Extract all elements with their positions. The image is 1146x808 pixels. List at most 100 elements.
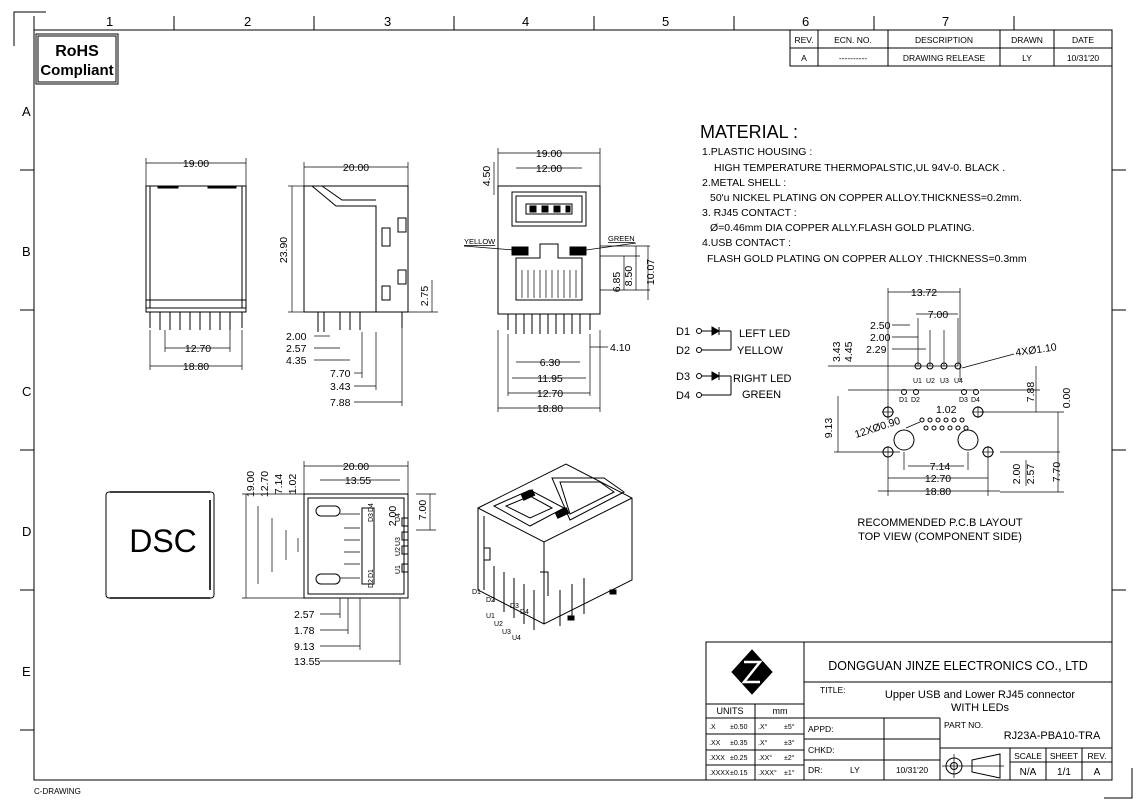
dim-port: 6.30 (540, 357, 561, 369)
pcb-dim-top: 13.72 (911, 287, 937, 299)
pcb-d-label: D4 (971, 397, 980, 404)
tol-cell: ±0.25 (730, 755, 748, 762)
units-label: UNITS (717, 706, 744, 716)
pcb-dim-top: 2.00 (870, 332, 891, 344)
bv-left-dim: 19.00 (245, 471, 257, 497)
pcb-dim-top: 2.29 (866, 344, 887, 356)
tol-cell: .XXX (709, 755, 725, 762)
iso-label: D3 (510, 603, 519, 610)
tol-cell: ±0.35 (730, 740, 748, 747)
bv-pin-label: U2 (395, 547, 402, 556)
led-d2: D2 (676, 345, 690, 357)
tol-cell: ±0.15 (730, 770, 748, 777)
col-label: 6 (802, 14, 809, 29)
pcb-pin-label: U2 (926, 378, 935, 385)
title-line-2: WITH LEDs (951, 702, 1010, 714)
side-view: 20.00 23.90 2.75 2.00 2.57 4.35 7.70 3.4… (278, 162, 438, 409)
dim-h1: 6.85 (611, 272, 623, 293)
bottom-view: 20.00 13.55 D3 D4 U4 U3 U2 U1 D1 D2 7.00… (242, 461, 436, 668)
iso-label: U3 (502, 629, 511, 636)
dim-width-top: 19.00 (183, 158, 209, 170)
pcb-right-dim: 7.88 (1025, 382, 1037, 403)
pcb-hole-note: 4XØ1.10 (1015, 341, 1058, 359)
left-led-label: LEFT LED (739, 328, 790, 340)
pcb-mid-dim: 1.02 (936, 404, 957, 416)
row-label: C (22, 384, 31, 399)
grid-labels: 1 2 3 4 5 6 7 A B C D E (22, 14, 949, 679)
pcb-caption-1: RECOMMENDED P.C.B LAYOUT (857, 517, 1023, 529)
pcb-dim-top: 7.00 (928, 309, 949, 321)
tol-cell: ±1° (784, 769, 795, 777)
green-label: GREEN (608, 234, 635, 243)
projection-symbol-icon (942, 753, 1004, 779)
material-line: 2.METAL SHELL : (702, 177, 786, 189)
dsc-label: DSC (129, 523, 197, 559)
dim-standoff: 2.75 (419, 286, 431, 307)
tol-cell: .XXX° (758, 769, 777, 777)
tol-cell: ±2° (784, 754, 795, 762)
tol-cell: .XX° (758, 754, 772, 762)
dim-h2: 8.50 (623, 266, 635, 287)
iso-label: U2 (494, 621, 503, 628)
iso-label: D1 (472, 589, 481, 596)
pcb-bottom-dim: 18.80 (925, 486, 951, 498)
material-line: HIGH TEMPERATURE THERMOPALSTIC,UL 94V-0.… (714, 162, 1005, 174)
dim-side: 2.00 (286, 331, 307, 343)
pcb-d-label: D2 (911, 397, 920, 404)
pcb-br-dim: 2.57 (1025, 464, 1037, 485)
dim-height: 23.90 (278, 237, 290, 263)
drawn-by: LY (850, 765, 860, 775)
material-notes: MATERIAL : 1.PLASTIC HOUSING : HIGH TEMP… (700, 122, 1027, 265)
rohs-badge: RoHS Compliant (35, 33, 119, 85)
bv-pin-label: D1 (368, 569, 375, 578)
col-label: 2 (244, 14, 251, 29)
pcb-d-label: D3 (959, 397, 968, 404)
rohs-line2: Compliant (40, 62, 113, 79)
rev-label: REV. (1087, 751, 1106, 761)
scale-label: SCALE (1014, 751, 1042, 761)
green-led-label: GREEN (742, 389, 781, 401)
description-value: DRAWING RELEASE (903, 53, 986, 63)
bv-width2: 13.55 (345, 475, 371, 487)
tol-cell: ±0.50 (730, 724, 748, 731)
bv-pin-label: U4 (395, 513, 402, 522)
dim-side: 7.88 (330, 397, 351, 409)
revision-table: REV. ECN. NO. DESCRIPTION DRAWN DATE A -… (789, 29, 1113, 67)
sheet-label: SHEET (1050, 751, 1078, 761)
bv-bottom-dim: 1.78 (294, 625, 315, 637)
front-view: 19.00 12.70 18.80 (145, 158, 247, 373)
date-header: DATE (1072, 35, 1094, 45)
pcb-dim-top: 2.50 (870, 320, 891, 332)
col-label: 3 (384, 14, 391, 29)
rev-value: A (1094, 767, 1101, 778)
led-d3: D3 (676, 371, 690, 383)
led-schematic: D1 D2 LEFT LED YELLOW D3 D4 RIGHT LED GR… (676, 326, 792, 402)
led-d1: D1 (676, 326, 690, 338)
tol-cell: .X (709, 724, 716, 731)
row-label: D (22, 524, 31, 539)
right-led-label: RIGHT LED (733, 373, 792, 385)
pcb-layout: 13.72 7.00 2.50 2.00 2.29 3.43 4.45 U1 U… (823, 287, 1073, 543)
bv-pin-label: D2 (368, 579, 375, 588)
pcb-d-label: D1 (899, 397, 908, 404)
tol-cell: .XX (709, 740, 721, 747)
tol-cell: .X° (758, 739, 768, 747)
bv-right-dim: 7.00 (417, 500, 429, 521)
drawn-value: LY (1022, 53, 1032, 63)
iso-label: U1 (486, 613, 495, 620)
ecn-header: ECN. NO. (834, 35, 872, 45)
dim-pin-span: 12.70 (185, 343, 211, 355)
bv-bottom-dim: 2.57 (294, 609, 315, 621)
dim-port: 11.95 (537, 373, 563, 385)
pcb-br-dim: 2.00 (1011, 464, 1023, 485)
dim-side: 2.57 (286, 343, 307, 355)
ecn-value: ---------- (839, 53, 867, 63)
pcb-pin-label: U4 (954, 378, 963, 385)
dim-depth: 20.00 (343, 162, 369, 174)
pcb-left-dim: 9.13 (823, 418, 835, 439)
units-value: mm (773, 706, 788, 716)
tol-cell: .XXXX (709, 770, 730, 777)
col-label: 7 (942, 14, 949, 29)
title-label: TITLE: (820, 685, 846, 695)
